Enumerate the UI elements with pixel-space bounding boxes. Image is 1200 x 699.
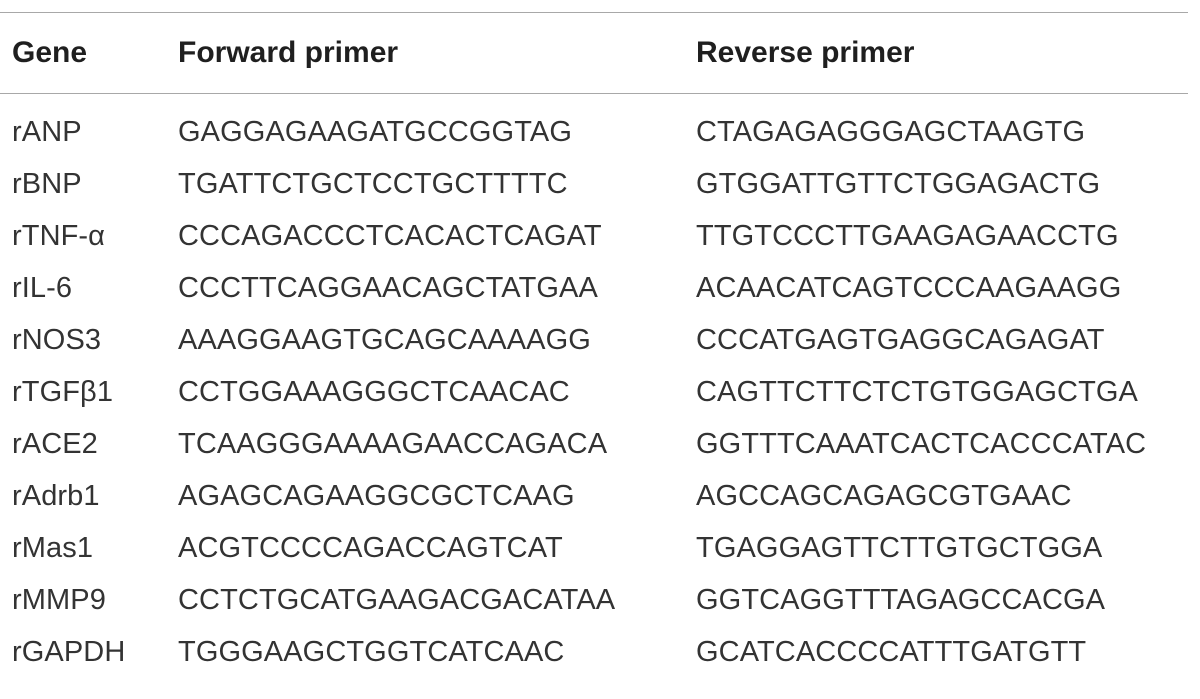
gene-cell: rIL-6 [12, 272, 73, 304]
table-row: rBNP TGATTCTGCTCCTGCTTTTC GTGGATTGTTCTGG… [0, 164, 1188, 216]
gene-cell: rNOS3 [12, 324, 102, 356]
table-row: rACE2 TCAAGGGAAAAGAACCAGACA GGTTTCAAATCA… [0, 424, 1188, 476]
table-row: rTNF-α CCCAGACCCTCACACTCAGAT TTGTCCCTTGA… [0, 216, 1188, 268]
table-header-rule [0, 93, 1188, 94]
reverse-primer-cell: CAGTTCTTCTCTGTGGAGCTGA [696, 376, 1139, 408]
reverse-primer-cell: TGAGGAGTTCTTGTGCTGGA [696, 532, 1103, 564]
reverse-primer-cell: GTGGATTGTTCTGGAGACTG [696, 168, 1101, 200]
table-body: rANP GAGGAGAAGATGCCGGTAG CTAGAGAGGGAGCTA… [0, 112, 1188, 684]
reverse-primer-cell: CCCATGAGTGAGGCAGAGAT [696, 324, 1105, 356]
table-row: rANP GAGGAGAAGATGCCGGTAG CTAGAGAGGGAGCTA… [0, 112, 1188, 164]
reverse-primer-cell: GGTTTCAAATCACTCACCCATAC [696, 428, 1147, 460]
forward-primer-cell: AAAGGAAGTGCAGCAAAAGG [178, 324, 591, 356]
gene-cell: rAdrb1 [12, 480, 100, 512]
gene-cell: rTGFβ1 [12, 376, 114, 408]
table-row: rNOS3 AAAGGAAGTGCAGCAAAAGG CCCATGAGTGAGG… [0, 320, 1188, 372]
reverse-primer-cell: GGTCAGGTTTAGAGCCACGA [696, 584, 1106, 616]
forward-primer-cell: TCAAGGGAAAAGAACCAGACA [178, 428, 608, 460]
gene-cell: rMMP9 [12, 584, 106, 616]
header-forward-primer: Forward primer [178, 36, 399, 69]
forward-primer-cell: CCTGGAAAGGGCTCAACAC [178, 376, 570, 408]
gene-cell: rANP [12, 116, 82, 148]
forward-primer-cell: AGAGCAGAAGGCGCTCAAG [178, 480, 575, 512]
table-row: rMas1 ACGTCCCCAGACCAGTCAT TGAGGAGTTCTTGT… [0, 528, 1188, 580]
gene-cell: rACE2 [12, 428, 98, 460]
forward-primer-cell: GAGGAGAAGATGCCGGTAG [178, 116, 572, 148]
reverse-primer-cell: TTGTCCCTTGAAGAGAACCTG [696, 220, 1119, 252]
forward-primer-cell: TGATTCTGCTCCTGCTTTTC [178, 168, 568, 200]
header-reverse-primer: Reverse primer [696, 36, 915, 69]
forward-primer-cell: ACGTCCCCAGACCAGTCAT [178, 532, 563, 564]
gene-cell: rMas1 [12, 532, 94, 564]
forward-primer-cell: CCCTTCAGGAACAGCTATGAA [178, 272, 598, 304]
forward-primer-cell: CCCAGACCCTCACACTCAGAT [178, 220, 602, 252]
forward-primer-cell: CCTCTGCATGAAGACGACATAA [178, 584, 616, 616]
header-gene: Gene [12, 36, 88, 69]
table-header-row: Gene Forward primer Reverse primer [0, 30, 1188, 76]
table-row: rIL-6 CCCTTCAGGAACAGCTATGAA ACAACATCAGTC… [0, 268, 1188, 320]
reverse-primer-cell: ACAACATCAGTCCCAAGAAGG [696, 272, 1122, 304]
reverse-primer-cell: CTAGAGAGGGAGCTAAGTG [696, 116, 1086, 148]
reverse-primer-cell: GCATCACCCCATTTGATGTT [696, 636, 1087, 668]
gene-cell: rGAPDH [12, 636, 126, 668]
table-row: rTGFβ1 CCTGGAAAGGGCTCAACAC CAGTTCTTCTCTG… [0, 372, 1188, 424]
table-top-rule [0, 12, 1188, 13]
table-row: rGAPDH TGGGAAGCTGGTCATCAAC GCATCACCCCATT… [0, 632, 1188, 684]
table-row: rAdrb1 AGAGCAGAAGGCGCTCAAG AGCCAGCAGAGCG… [0, 476, 1188, 528]
forward-primer-cell: TGGGAAGCTGGTCATCAAC [178, 636, 565, 668]
reverse-primer-cell: AGCCAGCAGAGCGTGAAC [696, 480, 1072, 512]
table-row: rMMP9 CCTCTGCATGAAGACGACATAA GGTCAGGTTTA… [0, 580, 1188, 632]
gene-cell: rTNF-α [12, 220, 106, 252]
gene-cell: rBNP [12, 168, 82, 200]
